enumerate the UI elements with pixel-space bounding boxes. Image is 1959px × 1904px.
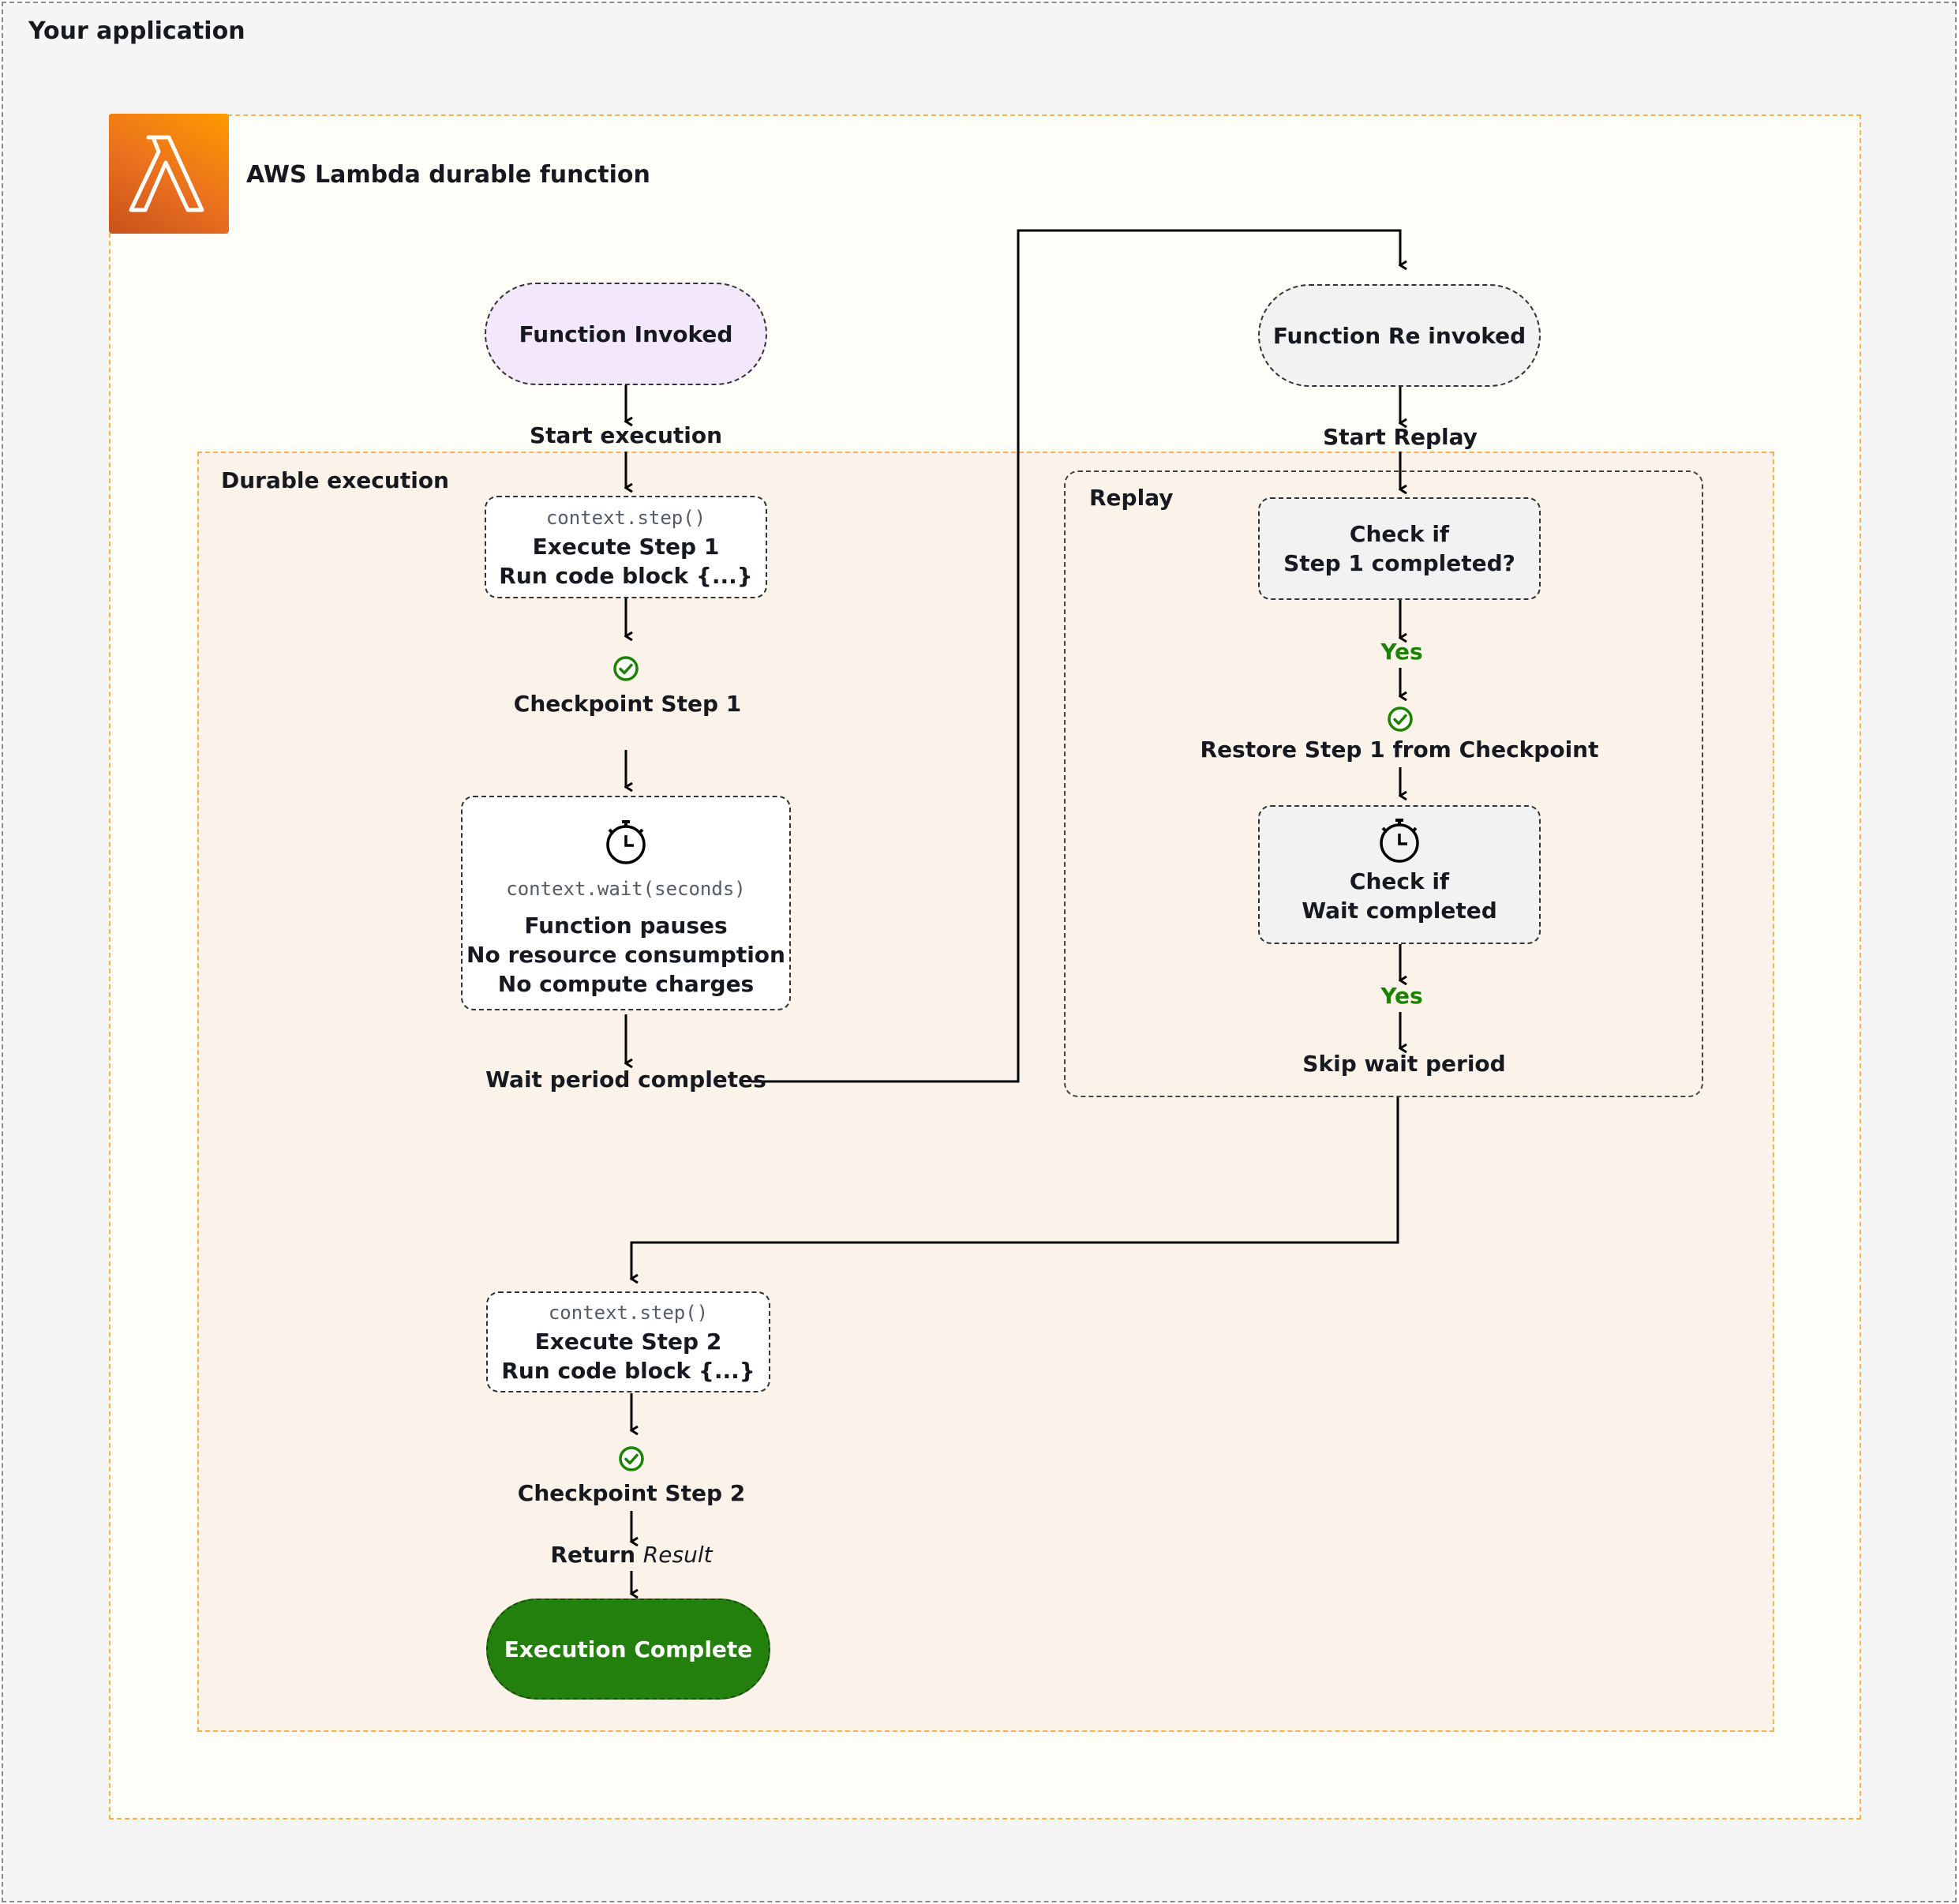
function-reinvoked-node: Function Re invoked <box>1258 284 1541 387</box>
step1-line2: Run code block {...} <box>499 563 753 589</box>
function-invoked-node: Function Invoked <box>485 283 767 385</box>
check-circle-icon <box>1388 707 1413 732</box>
arrow-period-to-reinvoked <box>751 229 1400 1083</box>
execution-complete-node: Execution Complete <box>486 1599 770 1700</box>
check-wait-line1: Check if <box>1349 868 1450 894</box>
start-execution-label: Start execution <box>529 422 723 448</box>
check-wait-node: Check if Wait completed <box>1258 805 1541 944</box>
yes-label-1: Yes <box>1380 639 1423 665</box>
wait-line1: Function pauses <box>524 913 728 939</box>
checkpoint-step1-label: Checkpoint Step 1 <box>513 691 742 717</box>
return-result-label: Return Result <box>550 1541 712 1569</box>
wait-line3: No compute charges <box>497 971 755 997</box>
step1-line1: Execute Step 1 <box>532 534 720 560</box>
check-step1-line1: Check if <box>1349 521 1450 547</box>
arrow-skip-to-step2 <box>631 1097 1399 1279</box>
skip-wait-label: Skip wait period <box>1302 1051 1506 1077</box>
checkpoint-step2-label: Checkpoint Step 2 <box>517 1480 746 1506</box>
check-step1-node: Check if Step 1 completed? <box>1258 497 1541 600</box>
yes-label-2: Yes <box>1380 983 1423 1009</box>
wait-line2: No resource consumption <box>466 942 785 968</box>
execute-step2-node: context.step() Execute Step 2 Run code b… <box>486 1291 770 1392</box>
lambda-logo-icon <box>109 114 229 234</box>
step2-line1: Execute Step 2 <box>534 1329 722 1355</box>
step2-line2: Run code block {...} <box>501 1358 755 1384</box>
check-circle-icon <box>619 1446 644 1471</box>
step1-code: context.step() <box>545 507 706 529</box>
wait-code: context.wait(seconds) <box>506 878 746 900</box>
restore-step1-label: Restore Step 1 from Checkpoint <box>1200 736 1599 763</box>
step2-code: context.step() <box>548 1302 709 1324</box>
check-circle-icon <box>613 656 639 681</box>
replay-label: Replay <box>1089 485 1174 511</box>
execute-step1-node: context.step() Execute Step 1 Run code b… <box>485 496 767 598</box>
context-wait-node: context.wait(seconds) Function pauses No… <box>461 796 791 1010</box>
durable-execution-label: Durable execution <box>221 467 449 493</box>
start-replay-label: Start Replay <box>1323 424 1478 450</box>
return-text: Return <box>550 1542 636 1568</box>
stopwatch-icon <box>1380 819 1419 863</box>
application-label: Your application <box>28 17 245 45</box>
check-step1-line2: Step 1 completed? <box>1283 550 1515 576</box>
wait-period-completes-label: Wait period completes <box>485 1066 766 1093</box>
execution-complete-text: Execution Complete <box>504 1636 753 1662</box>
lambda-function-label: AWS Lambda durable function <box>246 161 650 189</box>
function-invoked-text: Function Invoked <box>519 320 733 347</box>
function-reinvoked-text: Function Re invoked <box>1272 322 1526 349</box>
check-wait-line2: Wait completed <box>1302 898 1497 924</box>
stopwatch-icon <box>606 820 646 864</box>
result-text: Result <box>642 1542 713 1568</box>
